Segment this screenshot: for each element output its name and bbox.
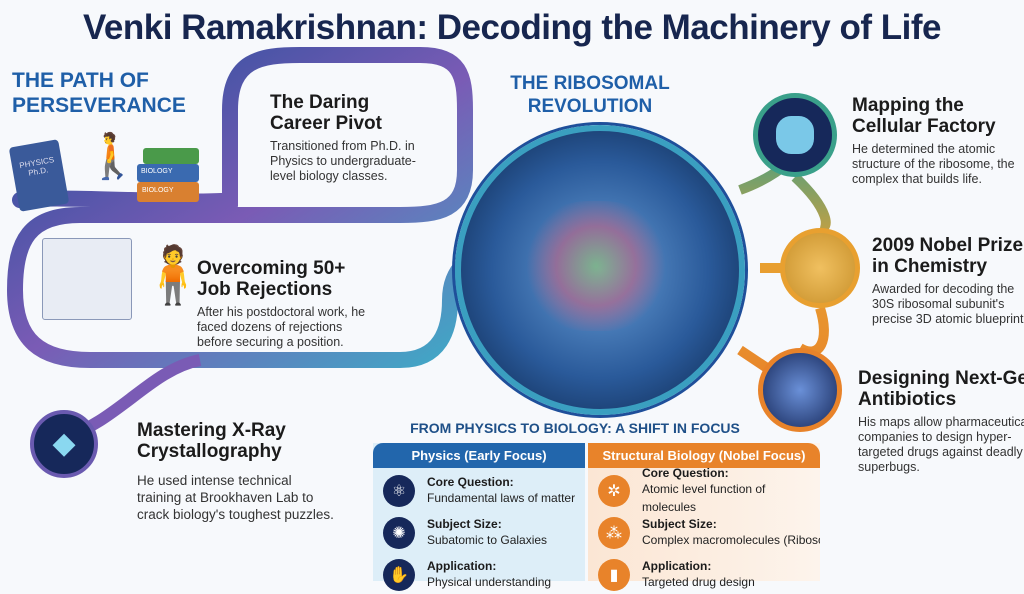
medicine-bottle-icon: ▮ [598, 559, 630, 591]
milestone-text: After his postdoctoral work, he faced do… [197, 305, 366, 349]
page-title: Venki Ramakrishnan: Decoding the Machine… [83, 8, 941, 47]
comparison-title: FROM PHYSICS TO BIOLOGY: A SHIFT IN FOCU… [410, 420, 740, 436]
crystal-icon: ◆ [30, 410, 98, 478]
nobel-medal-icon [780, 228, 860, 308]
atom-icon: ⚛ [383, 475, 415, 507]
walking-person-icon: 🚶 [85, 132, 140, 181]
ribosome-icon [753, 93, 837, 177]
biology-header: Structural Biology (Nobel Focus) [588, 443, 820, 468]
macromolecule-icon: ⁂ [598, 517, 630, 549]
comparison-row: ⁂Subject Size:Complex macromolecules (Ri… [588, 514, 820, 552]
rejection-letters-icon [42, 238, 132, 320]
comparison-row: ⚛Core Question:Fundamental laws of matte… [373, 472, 585, 510]
physics-header: Physics (Early Focus) [373, 443, 585, 468]
physics-column: Physics (Early Focus) ⚛Core Question:Fun… [373, 443, 585, 591]
milestone-heading: Overcoming 50+Job Rejections [197, 258, 346, 300]
ribosome-structure-image [455, 125, 745, 415]
comparison-row: ✋Application:Physical understanding [373, 556, 585, 594]
milestone-text: He used intense technical training at Br… [137, 473, 334, 522]
comparison-row: ✺Subject Size:Subatomic to Galaxies [373, 514, 585, 552]
molecule-icon [758, 348, 842, 432]
comparison-row: ▮Application:Targeted drug design [588, 556, 820, 594]
milestone-card-rejections: Overcoming 50+Job Rejections After his p… [197, 258, 377, 350]
biology-books-icon: BIOLOGY BIOLOGY [137, 148, 199, 206]
molecule-network-icon: ✲ [598, 475, 630, 507]
milestone-text: Transitioned from Ph.D. in Physics to un… [270, 139, 416, 183]
comparison-row: ✲Core Question:Atomic level function of … [588, 466, 820, 514]
hand-icon: ✋ [383, 559, 415, 591]
section-title-line: THE PATH OF [12, 69, 149, 92]
section-title-line: PERSEVERANCE [12, 94, 186, 117]
galaxy-icon: ✺ [383, 517, 415, 549]
biology-column: Structural Biology (Nobel Focus) ✲Core Q… [588, 443, 820, 591]
standing-man-icon: 🧍 [138, 243, 208, 306]
